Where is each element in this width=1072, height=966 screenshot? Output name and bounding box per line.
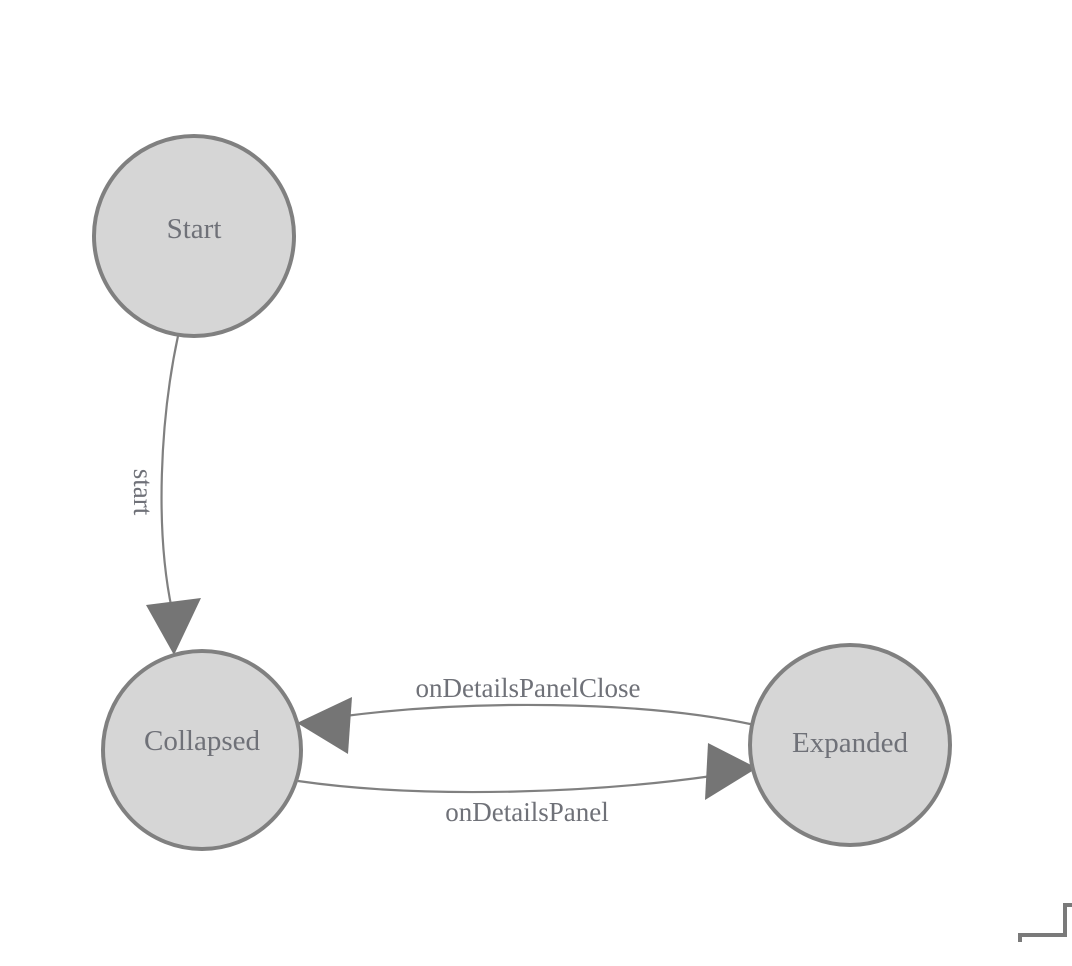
edge-label-start: start — [128, 469, 158, 516]
node-start[interactable]: Start — [92, 134, 296, 338]
node-collapsed-circle — [101, 649, 303, 851]
edge-start-to-collapsed[interactable] — [146, 335, 201, 655]
node-collapsed[interactable]: Collapsed — [101, 649, 303, 851]
edge-start-to-collapsed-arrowhead — [146, 598, 201, 655]
edge-label-on-details-panel-close: onDetailsPanelClose — [416, 673, 641, 703]
edge-start-to-collapsed-path — [160, 335, 180, 611]
edge-collapsed-to-expanded-arrowhead — [705, 743, 757, 800]
edge-expanded-to-collapsed[interactable] — [297, 697, 756, 754]
edge-collapsed-to-expanded[interactable] — [297, 743, 757, 800]
node-expanded[interactable]: Expanded — [748, 643, 952, 847]
node-start-circle — [92, 134, 296, 338]
edge-expanded-to-collapsed-path — [344, 703, 756, 727]
node-expanded-label: Expanded — [792, 727, 908, 759]
node-expanded-circle — [748, 643, 952, 847]
node-collapsed-label: Collapsed — [144, 725, 260, 757]
edge-collapsed-to-expanded-path — [297, 774, 713, 794]
node-start-label: Start — [167, 213, 222, 245]
viewport-frame-corner — [1018, 903, 1072, 942]
edge-label-on-details-panel: onDetailsPanel — [445, 797, 608, 827]
edge-expanded-to-collapsed-arrowhead — [297, 697, 352, 754]
